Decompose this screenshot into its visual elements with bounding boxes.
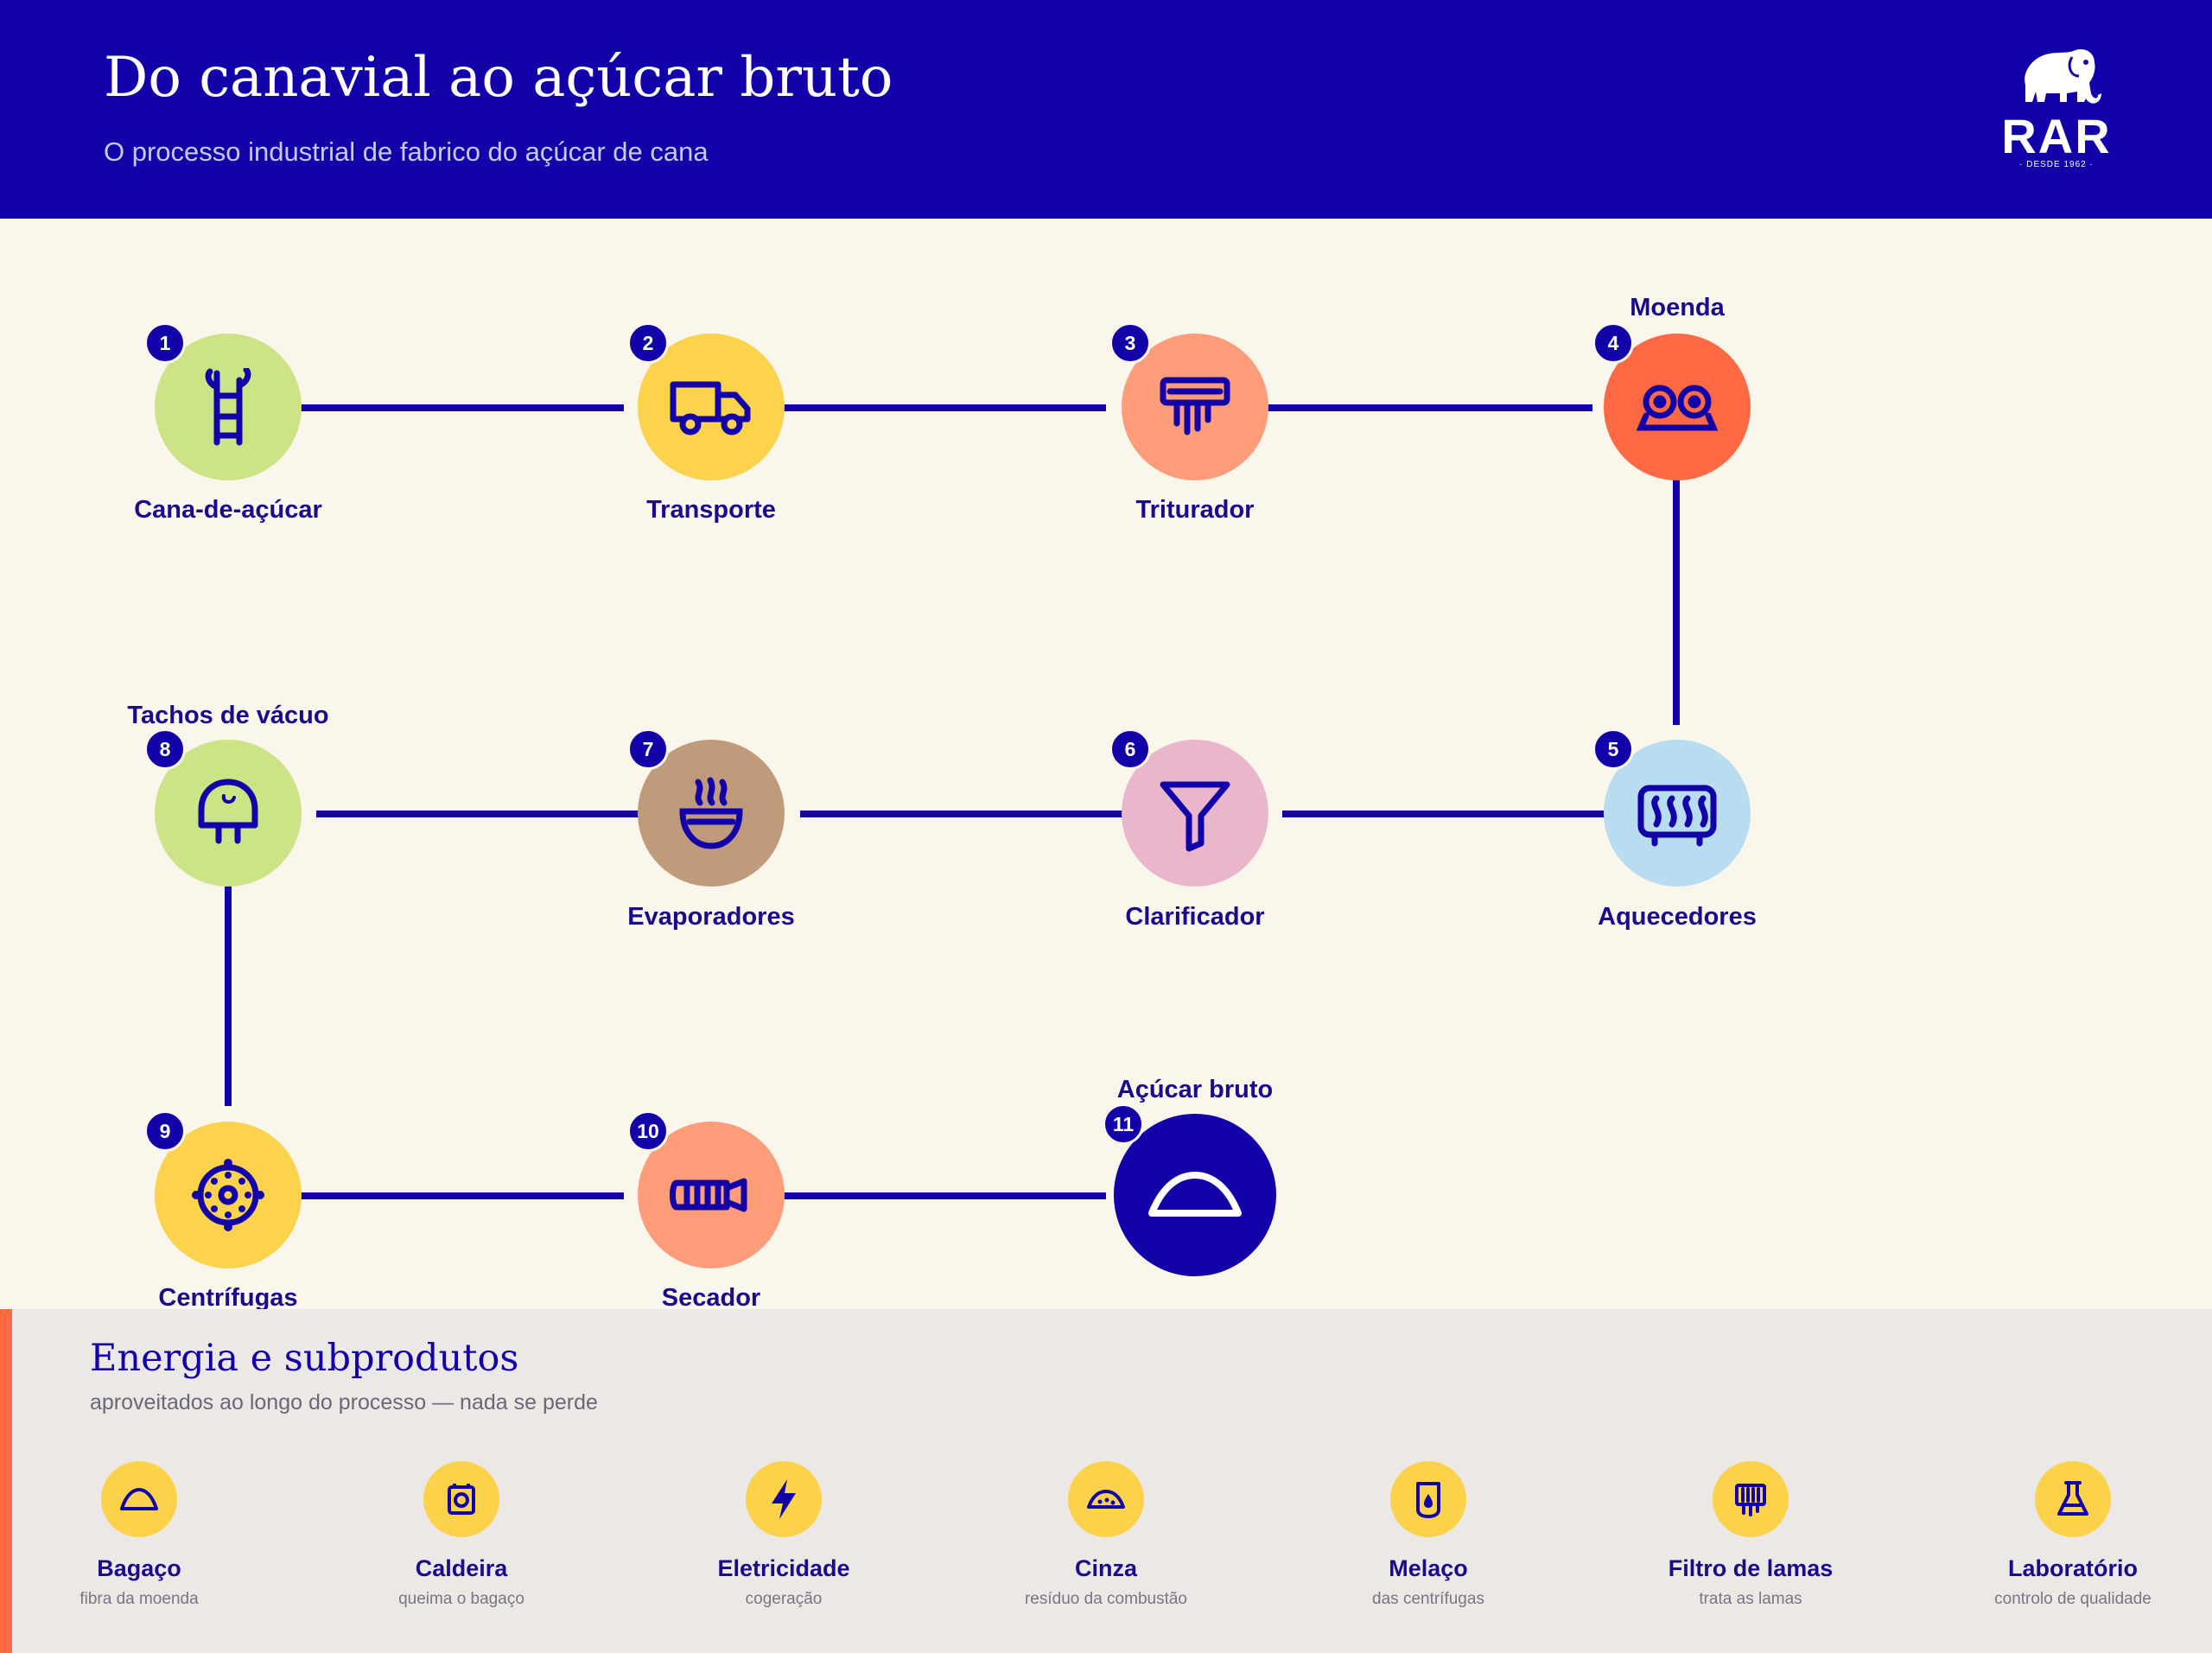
vacuum-pan-icon — [198, 779, 258, 844]
step-label: Clarificador — [1125, 903, 1265, 931]
step-number-badge: 5 — [1592, 728, 1634, 770]
boiler-icon — [448, 1484, 475, 1515]
step-number-badge: 6 — [1109, 728, 1151, 770]
step-number-badge: 1 — [144, 322, 186, 364]
step-number-badge: 8 — [144, 728, 186, 770]
step-label: Tachos de vácuo — [127, 702, 329, 729]
sugar-pile-icon — [1148, 1172, 1242, 1217]
step-number-badge: 7 — [627, 728, 669, 770]
step-label: Triturador — [1135, 496, 1255, 524]
byproducts-subtitle: aproveitados ao longo do processo — nada… — [90, 1390, 598, 1415]
byproduct-name: Filtro de lamas — [1668, 1555, 1834, 1581]
heater-icon — [1637, 785, 1717, 847]
byproduct-name: Cinza — [1074, 1555, 1137, 1581]
byproduct-name: Caldeira — [415, 1555, 508, 1581]
elephant-icon — [2024, 48, 2101, 104]
byproducts-panel: Energia e subprodutos aproveitados ao lo… — [0, 1309, 2212, 1653]
step-label: Secador — [661, 1284, 761, 1312]
step-number-badge: 2 — [627, 322, 669, 364]
byproduct-name: Eletricidade — [717, 1555, 850, 1581]
step-node — [638, 334, 785, 480]
step-node — [1122, 740, 1268, 887]
step-node — [1604, 740, 1751, 887]
byproduct-caldeira[interactable]: Caldeira queima o bagaço — [332, 1461, 591, 1617]
connector-1-2 — [296, 404, 624, 411]
dryer-drum-icon — [670, 1178, 747, 1212]
lightning-icon — [772, 1479, 796, 1519]
byproducts-title: Energia e subprodutos — [90, 1337, 519, 1380]
header: Do canavial ao açúcar bruto O processo i… — [0, 0, 2212, 219]
step-label: Evaporadores — [627, 903, 795, 931]
step-node — [1122, 334, 1268, 480]
step-number-badge: 11 — [1103, 1103, 1144, 1145]
byproduct-description: trata as lamas — [1699, 1590, 1802, 1608]
byproduct-icon-circle — [101, 1461, 177, 1537]
page-subtitle: O processo industrial de fabrico do açúc… — [104, 137, 709, 167]
step-label: Aquecedores — [1598, 903, 1757, 931]
step-number-badge: 10 — [627, 1110, 669, 1152]
byproduct-bagaco[interactable]: Bagaço fibra da moenda — [10, 1461, 269, 1617]
connector-7-8 — [316, 811, 639, 817]
sugarcane-icon — [205, 368, 251, 446]
connector-4-5 — [1673, 480, 1680, 725]
logo-wordmark: RAR — [2001, 109, 2112, 163]
byproduct-cinza[interactable]: Cinza resíduo da combustão — [976, 1461, 1236, 1617]
bagasse-pile-icon — [120, 1488, 158, 1510]
step-node — [1604, 334, 1751, 480]
byproduct-description: controlo de qualidade — [1994, 1590, 2152, 1608]
mill-rollers-icon — [1636, 385, 1719, 431]
byproduct-description: resíduo da combustão — [1024, 1590, 1187, 1608]
byproduct-icon-circle — [1390, 1461, 1466, 1537]
byproduct-melaco[interactable]: Melaço das centrífugas — [1299, 1461, 1558, 1617]
byproduct-eletricidade[interactable]: Eletricidade cogeração — [654, 1461, 913, 1617]
rar-logo: RAR · DESDE 1962 · — [1996, 45, 2117, 175]
molasses-jar-icon — [1416, 1482, 1440, 1518]
connector-10-11 — [782, 1192, 1106, 1199]
ash-pile-icon — [1087, 1490, 1125, 1509]
step-number-badge: 9 — [144, 1110, 186, 1152]
step-label: Açúcar bruto — [1116, 1076, 1274, 1103]
truck-icon — [670, 381, 751, 436]
byproduct-filtro-de-lamas[interactable]: Filtro de lamas trata as lamas — [1621, 1461, 1880, 1617]
step-label: Centrífugas — [158, 1284, 298, 1312]
byproduct-icon-circle — [1068, 1461, 1144, 1537]
panel-accent-bar — [0, 1309, 12, 1653]
process-flow: 1 Cana-de-açúcar 2 Transporte — [127, 294, 1757, 1312]
step-number-badge: 4 — [1592, 322, 1634, 364]
page-title: Do canavial ao açúcar bruto — [104, 46, 893, 110]
funnel-icon — [1160, 781, 1230, 852]
byproduct-name: Melaço — [1389, 1555, 1468, 1581]
shredder-icon — [1160, 377, 1230, 436]
step-label: Cana-de-açúcar — [134, 496, 322, 524]
byproduct-icon-circle — [746, 1461, 822, 1537]
byproduct-name: Bagaço — [97, 1555, 181, 1581]
byproduct-name: Laboratório — [2007, 1555, 2138, 1581]
centrifuge-icon — [192, 1159, 264, 1231]
byproduct-icon-circle — [423, 1461, 499, 1537]
byproduct-icon-circle — [2035, 1461, 2111, 1537]
step-number-badge: 3 — [1109, 322, 1151, 364]
connector-8-9 — [225, 886, 232, 1106]
connector-5-6 — [1282, 811, 1605, 817]
connector-3-4 — [1266, 404, 1592, 411]
connector-6-7 — [800, 811, 1122, 817]
step-node — [638, 1122, 785, 1268]
mud-filter-icon — [1735, 1484, 1766, 1516]
lab-flask-icon — [2057, 1481, 2088, 1516]
step-node — [1114, 1114, 1276, 1276]
byproduct-laboratorio[interactable]: Laboratório controlo de qualidade — [1943, 1461, 2202, 1617]
byproduct-description: fibra da moenda — [79, 1590, 199, 1608]
step-label: Moenda — [1630, 294, 1725, 321]
byproduct-description: queima o bagaço — [398, 1590, 524, 1608]
logo-tagline: · DESDE 1962 · — [2019, 160, 2094, 169]
byproduct-icon-circle — [1713, 1461, 1789, 1537]
steaming-bowl-icon — [679, 777, 743, 849]
connector-2-3 — [782, 404, 1106, 411]
byproduct-description: cogeração — [745, 1590, 823, 1608]
step-label: Transporte — [646, 496, 776, 524]
connector-9-10 — [296, 1192, 624, 1199]
byproduct-description: das centrífugas — [1372, 1590, 1484, 1608]
